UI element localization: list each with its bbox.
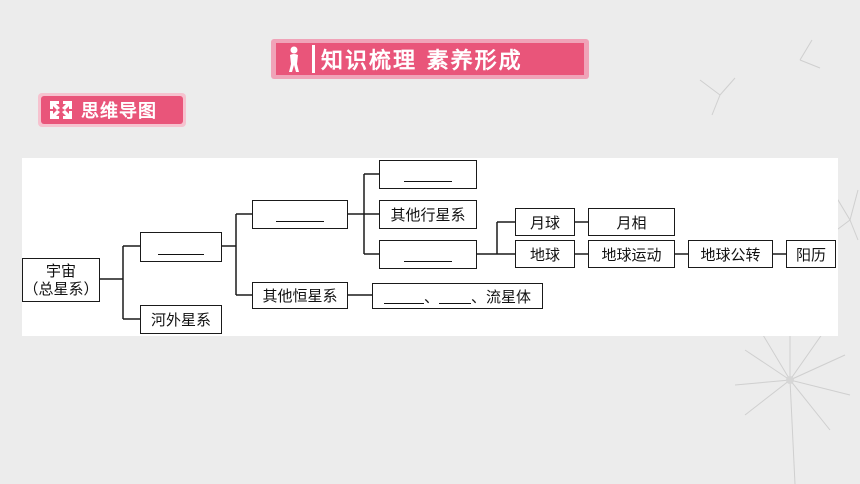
arrows-cross-icon [41,96,81,124]
node-extragalactic-label: 河外星系 [150,311,211,329]
node-other-planets-label: 其他行星系 [390,206,466,224]
node-blank-earth-moon [379,240,477,269]
node-earth-revolution-label: 地球公转 [700,245,761,264]
blank-line [404,167,452,182]
node-earth-motion-label: 地球运动 [601,245,662,264]
banner-title: 知识梳理 素养形成 [321,49,523,74]
node-universe-line1: 宇宙 [45,262,76,280]
banner-divider [312,45,315,73]
node-earth-revolution: 地球公转 [688,240,773,268]
node-blank-sun [379,160,477,189]
mind-map-label: 思维导图 [81,101,157,122]
node-other-star-systems-label: 其他恒星系 [262,287,338,305]
node-blank-galaxy [140,232,222,262]
blank-line [383,289,424,304]
mind-map-tag: 思维导图 [38,93,186,127]
mind-map-panel: 宇宙 （总星系） 河外星系 其他恒星系 、 、 流星体 其他行星系 月球 月相 … [22,158,838,336]
node-solar-calendar: 阳历 [786,240,836,268]
node-solar-calendar-label: 阳历 [795,245,826,264]
blank-line [276,207,324,222]
figure-icon [278,43,310,75]
node-universe: 宇宙 （总星系） [22,258,100,302]
node-moon-phase: 月相 [588,208,675,236]
node-other-planets: 其他行星系 [379,200,477,229]
meteoroid-label: 流星体 [486,287,532,306]
separator: 、 [423,287,439,306]
node-earth: 地球 [515,240,575,268]
node-earth-label: 地球 [529,245,560,264]
node-moon-label: 月球 [529,213,560,232]
node-extragalactic: 河外星系 [140,305,222,334]
connector-lines [100,173,786,320]
blank-line [438,289,471,304]
node-moon-phase-label: 月相 [616,213,647,232]
node-other-star-detail: 、 、 流星体 [372,283,543,309]
node-moon: 月球 [515,208,575,236]
section-banner: 知识梳理 素养形成 [271,39,589,79]
node-other-star-systems: 其他恒星系 [252,282,348,309]
blank-line [158,240,204,255]
blank-line [404,247,452,262]
node-blank-solar-system [252,200,348,229]
separator: 、 [470,287,486,306]
node-universe-line2: （总星系） [23,280,99,298]
node-earth-motion: 地球运动 [588,240,675,268]
